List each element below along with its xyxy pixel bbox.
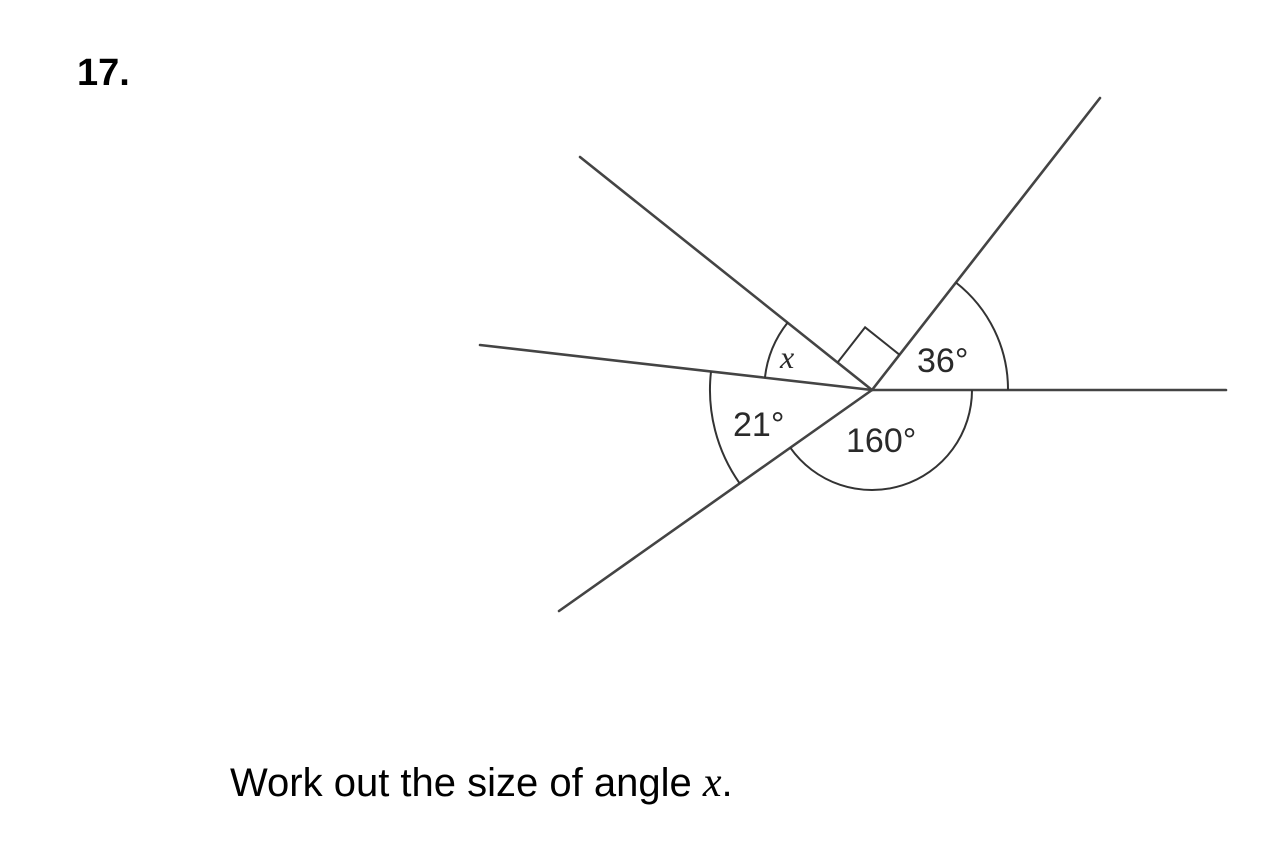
ray-upper-right (870, 96, 1102, 392)
question-text-after: . (721, 761, 733, 805)
angle-36-label: 36° (917, 342, 968, 380)
ray-upper-left (578, 155, 874, 392)
angle-21-label: 21° (733, 406, 784, 444)
arc-160 (789, 389, 973, 492)
question-number: 17. (77, 52, 130, 94)
question-text-before: Work out the size of angle (230, 761, 703, 805)
angle-160-label: 160° (846, 422, 916, 460)
arc-36 (955, 281, 1010, 391)
arc-21 (708, 371, 741, 484)
question-variable: x (702, 760, 722, 806)
angle-x-label: x (779, 339, 794, 375)
right-angle-marker (836, 325, 901, 364)
ray-lower-left (557, 388, 874, 613)
arc-x (763, 321, 789, 378)
question-text: Work out the size of angle x. (230, 758, 733, 808)
ray-left (478, 343, 874, 392)
